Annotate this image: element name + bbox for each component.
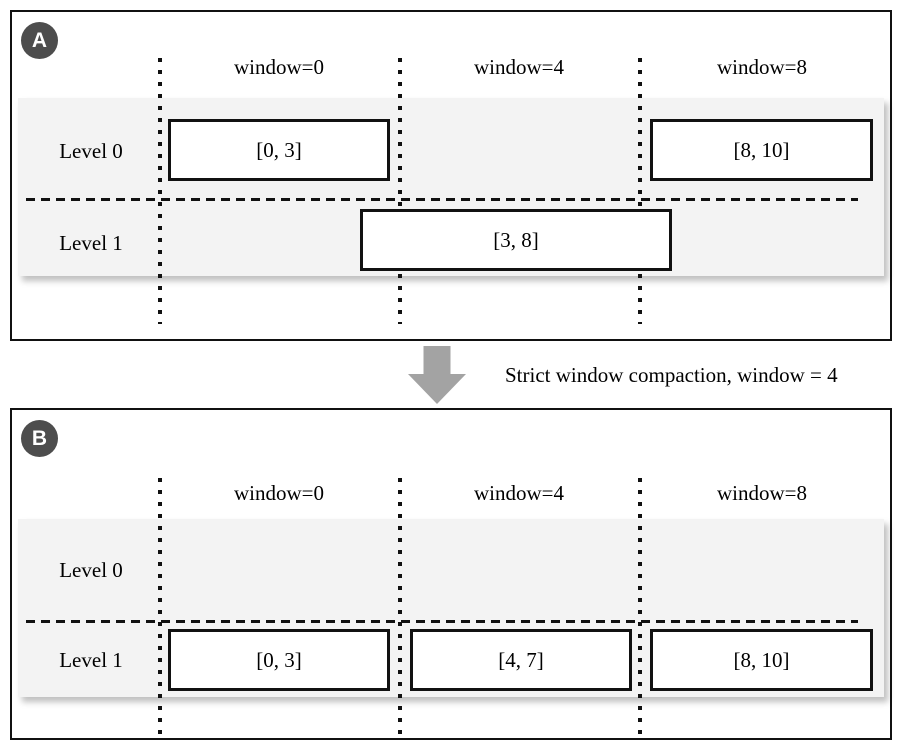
panel-b-column-divider-2 — [398, 478, 402, 738]
transition-caption: Strict window compaction, window = 4 — [505, 363, 838, 387]
panel-b-level-1-label: Level 1 — [59, 648, 123, 672]
panel-b-level-1-run-4-7: [4, 7] — [410, 629, 632, 691]
panel-a-level-0-run-8-10: [8, 10] — [650, 119, 873, 181]
panel-a-column-divider-2 — [398, 58, 402, 324]
panel-b-level-1-run-8-10: [8, 10] — [650, 629, 873, 691]
panel-b-column-divider-1 — [158, 478, 162, 738]
panel-b-level-1-run-0-3: [0, 3] — [168, 629, 390, 691]
panel-b-level-0-label: Level 0 — [59, 558, 123, 582]
panel-b-column-header-window-4: window=4 — [473, 481, 564, 505]
panel-a-level-0-run-0-3: [0, 3] — [168, 119, 390, 181]
panel-a-level-0-label: Level 0 — [59, 139, 123, 163]
panel-a-level-1-run-3-8: [3, 8] — [360, 209, 672, 271]
down-arrow-icon — [408, 346, 466, 404]
panel-a-column-header-window-0: window=0 — [233, 55, 324, 79]
panel-b-column-header-window-8: window=8 — [716, 481, 807, 505]
panel-a-level-1-label: Level 1 — [59, 231, 123, 255]
panel-b-column-divider-3 — [638, 478, 642, 738]
panel-a-column-divider-1 — [158, 58, 162, 324]
panel-a-level-divider — [26, 198, 858, 201]
panel-a-column-divider-3 — [638, 58, 642, 324]
panel-a-column-header-window-4: window=4 — [473, 55, 564, 79]
panel-b-level-divider — [26, 620, 858, 623]
panel-b-badge: B — [21, 420, 58, 457]
panel-a-column-header-window-8: window=8 — [716, 55, 807, 79]
panel-b-column-header-window-0: window=0 — [233, 481, 324, 505]
panel-a-badge: A — [21, 22, 58, 59]
